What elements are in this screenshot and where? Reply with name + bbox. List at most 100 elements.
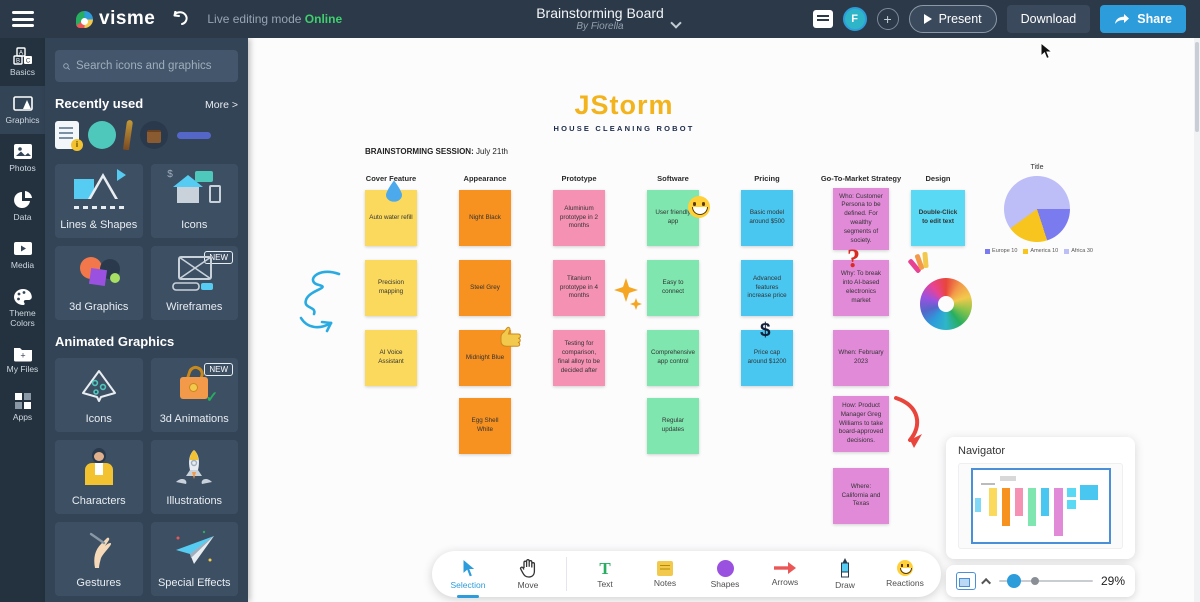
color-fan (914, 253, 925, 271)
board-subtitle: HOUSE CLEANING ROBOT (553, 124, 695, 133)
navigator-viewport[interactable] (970, 468, 1111, 544)
sparkle-emoji[interactable] (612, 276, 644, 310)
zoom-slider[interactable] (999, 574, 1093, 588)
sidebar-item-my-files[interactable]: + My Files (0, 336, 45, 383)
card-wireframes[interactable]: NEW Wireframes (150, 246, 238, 320)
document-title-menu[interactable]: Brainstorming Board By Fiorella (536, 6, 682, 32)
vertical-scrollbar[interactable] (1194, 38, 1200, 602)
undo-icon[interactable] (171, 11, 189, 27)
apps-icon (14, 393, 31, 410)
tool-text[interactable]: T Text (597, 558, 613, 589)
sticky-note[interactable]: Midnight Blue (459, 330, 511, 386)
comments-icon[interactable] (812, 10, 833, 28)
download-button[interactable]: Download (1006, 5, 1091, 33)
column-header-appearance[interactable]: Appearance (463, 174, 507, 183)
card-icons[interactable]: $ Icons (150, 164, 238, 238)
column-header-prototype[interactable]: Prototype (561, 174, 597, 183)
sticky-note[interactable]: Price cap around $1200 (741, 330, 793, 386)
column-header-software[interactable]: Software (657, 174, 689, 183)
sticky-note[interactable]: Precision mapping (365, 260, 417, 316)
sticky-note[interactable]: Testing for comparison, final alloy to b… (553, 330, 605, 386)
sidebar-item-media[interactable]: Media (0, 231, 45, 279)
scrollbar-thumb[interactable] (1195, 42, 1199, 132)
share-button[interactable]: Share (1100, 5, 1186, 33)
card-3d-graphics[interactable]: 3d Graphics (55, 246, 143, 320)
column-header-design[interactable]: Design (925, 174, 951, 183)
red-curved-arrow[interactable] (892, 394, 926, 452)
sticky-note[interactable]: Titanium prototype in 4 months (553, 260, 605, 316)
column-header-cover-feature[interactable]: Cover Feature (365, 174, 417, 183)
add-collaborator-button[interactable]: + (876, 8, 899, 30)
board-title-block[interactable]: JStorm HOUSE CLEANING ROBOT (504, 90, 744, 133)
recent-circle-thumb[interactable] (88, 121, 116, 149)
tool-draw[interactable]: Draw (823, 558, 867, 590)
card-special-effects[interactable]: Special Effects (150, 522, 238, 596)
pie-chart-title[interactable]: Title (1030, 164, 1044, 171)
pages-icon[interactable] (956, 572, 976, 590)
color-wheel-graphic[interactable] (920, 278, 972, 330)
sticky-note[interactable]: Who: Customer Persona to be defined. For… (833, 188, 889, 250)
tool-selection[interactable]: Selection (446, 558, 490, 598)
search-input[interactable] (76, 60, 230, 72)
sticky-note[interactable]: Where: California and Texas (833, 468, 889, 524)
recent-document-thumb[interactable] (55, 121, 83, 151)
tool-shapes[interactable]: Shapes (703, 559, 747, 589)
minimap-chart-block (1079, 485, 1098, 500)
sidebar-item-theme-colors[interactable]: Theme Colors (0, 279, 45, 337)
visme-logo[interactable]: visme (76, 8, 155, 30)
sticky-note[interactable]: User friendly app (647, 190, 699, 246)
sticky-note[interactable]: Aluminium prototype in 2 months (553, 190, 605, 246)
column-header-pricing[interactable]: Pricing (754, 174, 780, 183)
present-button[interactable]: Present (908, 5, 997, 33)
recent-bar-thumb[interactable] (177, 131, 211, 139)
sticky-note[interactable]: How: Product Manager Greg Williams to ta… (833, 396, 889, 452)
card-animated-icons[interactable]: Icons (55, 358, 143, 432)
sticky-note[interactable]: Regular updates (647, 398, 699, 454)
card-lines-shapes[interactable]: Lines & Shapes (55, 164, 143, 238)
sticky-note[interactable]: Auto water refill (365, 190, 417, 246)
sticky-note[interactable]: Easy to connect (647, 260, 699, 316)
card-illustrations[interactable]: Illustrations (150, 440, 238, 514)
zoom-slider-handle[interactable] (1007, 574, 1021, 588)
tool-notes[interactable]: Notes (643, 560, 687, 588)
sticky-note[interactable]: AI Voice Assistant (365, 330, 417, 386)
lines-shapes-icon (55, 169, 143, 212)
tool-move[interactable]: Move (506, 558, 550, 590)
characters-icon (55, 448, 143, 488)
sticky-note[interactable]: Why: To break into AI-based electronics … (833, 260, 889, 316)
zoom-percentage: 29% (1100, 574, 1125, 588)
sidebar-item-data[interactable]: Data (0, 181, 45, 231)
sticky-note[interactable]: Basic model around $500 (741, 190, 793, 246)
sidebar-item-apps[interactable]: Apps (0, 383, 45, 431)
card-characters[interactable]: Characters (55, 440, 143, 514)
avatar[interactable]: F (842, 7, 867, 31)
sticky-note[interactable]: Comprehensive app control (647, 330, 699, 386)
sticky-note[interactable]: Night Black (459, 190, 511, 246)
blue-scribble-arrow[interactable] (293, 266, 349, 340)
sticky-note[interactable]: Egg Shell White (459, 398, 511, 454)
sidebar-item-graphics[interactable]: Graphics (0, 85, 45, 134)
sidebar-item-photos[interactable]: Photos (0, 134, 45, 182)
sticky-note[interactable]: When: February 2023 (833, 330, 889, 386)
session-label[interactable]: BRAINSTORMING SESSION: July 21th (365, 147, 508, 156)
chevron-up-icon[interactable] (981, 577, 992, 588)
pie-chart[interactable] (1004, 176, 1070, 242)
minimap-note-strip (1053, 488, 1063, 536)
search-box[interactable] (55, 50, 238, 82)
more-link[interactable]: More > (205, 99, 238, 111)
sticky-note[interactable]: Steel Grey (459, 260, 511, 316)
column-header-go-to-market[interactable]: Go-To-Market Strategy (820, 174, 902, 183)
sticky-note[interactable]: Double-Click to edit text (911, 190, 965, 246)
chevron-down-icon[interactable] (670, 17, 682, 29)
recent-feather-thumb[interactable] (122, 119, 134, 151)
recent-briefcase-thumb[interactable] (140, 121, 168, 149)
mouse-cursor (1040, 42, 1054, 60)
tool-reactions[interactable]: Reactions (883, 560, 927, 588)
sticky-note[interactable]: Advanced features increase price (741, 260, 793, 316)
card-3d-animations[interactable]: NEW ✓ 3d Animations (150, 358, 238, 432)
card-gestures[interactable]: Gestures (55, 522, 143, 596)
tool-arrows[interactable]: Arrows (763, 561, 807, 587)
color-fan (922, 251, 929, 269)
hamburger-menu-icon[interactable] (12, 11, 34, 27)
